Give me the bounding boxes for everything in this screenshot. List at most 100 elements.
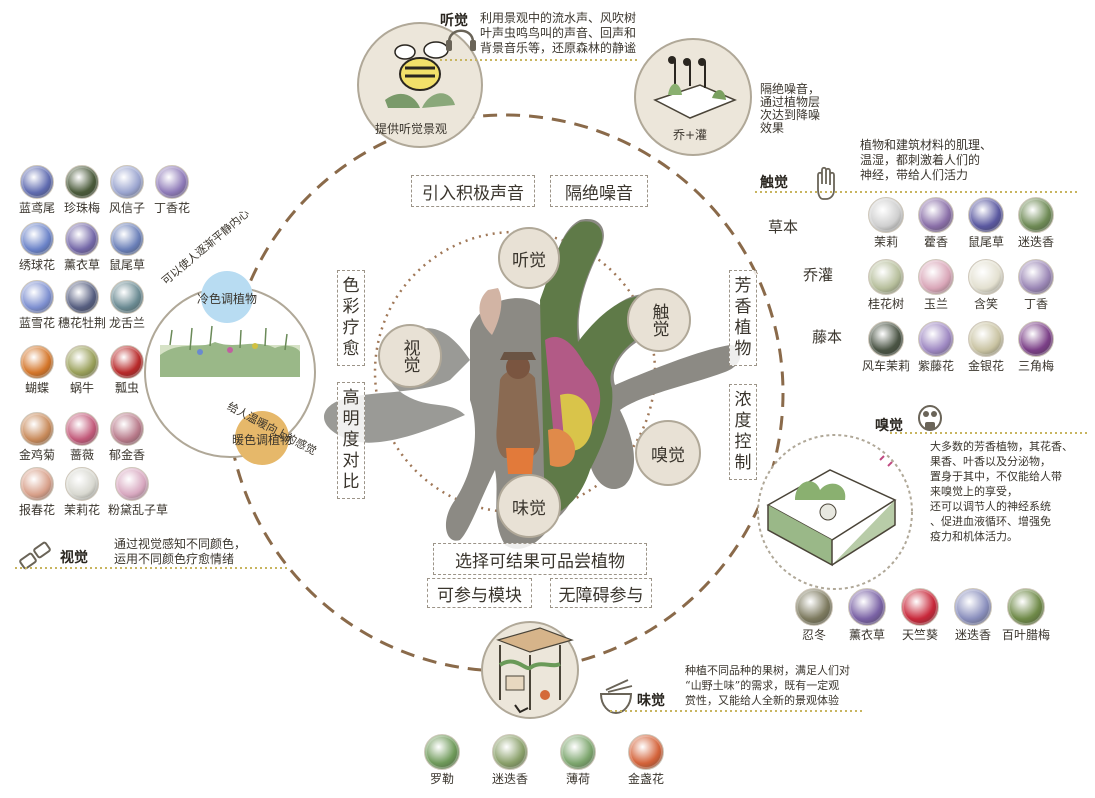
cool-color-label: 冷色调植物 — [197, 292, 258, 306]
gas-mask-icon — [918, 405, 942, 431]
box-positive-sound: 引入积极声音 — [411, 175, 535, 207]
vision-line-1: 通过视觉感知不同颜色， — [114, 537, 247, 551]
taste-line-2: “山野土味”的需求，既有一定观 — [685, 679, 840, 692]
touch-plant-thumb-icon — [918, 321, 954, 357]
smell-line-5: 还可以调节人的神经系统 — [930, 500, 1051, 513]
smell-line-6: 、促进血液循环、增强免 — [930, 515, 1051, 528]
touch-plant-3: 迷迭香 — [1012, 197, 1060, 249]
vision-plant-label: 蓝雪花 — [18, 316, 55, 330]
smell-plant-thumb-icon — [954, 588, 992, 626]
touch-plant-7: 丁香 — [1012, 259, 1060, 311]
vision-plant-thumb-icon — [20, 412, 54, 446]
box-block-noise: 隔绝噪音 — [550, 175, 648, 207]
smell-plant-2: 天竺葵 — [896, 588, 944, 642]
vision-plant-0: 蓝鸢尾 — [13, 165, 61, 215]
noise-line-4: 效果 — [760, 121, 785, 135]
vision-plant-16: 报春花 — [13, 467, 61, 517]
hearing-title: 听觉 — [440, 13, 468, 29]
concentration-control-text: 浓度控制 — [734, 390, 752, 473]
smell-plant-label: 迷迭香 — [954, 628, 991, 642]
hearing-line-2: 叶声虫鸣鸟叫的声音、回声和 — [480, 26, 637, 40]
vision-plant-label: 报春花 — [18, 503, 55, 517]
box-high-contrast: 高明度对比 — [337, 382, 365, 499]
touch-plant-5: 玉兰 — [912, 259, 960, 311]
smell-title: 嗅觉 — [875, 418, 903, 434]
vision-plant-15: 郁金香 — [103, 412, 151, 462]
touch-plant-label: 鼠尾草 — [967, 235, 1004, 249]
touch-plant-label: 金银花 — [967, 359, 1004, 373]
vision-plant-label: 风信子 — [108, 201, 145, 215]
noise-line-2: 通过植物层 — [760, 95, 821, 109]
taste-line-3: 赏性，又能给人全新的景观体验 — [685, 694, 839, 707]
touch-plant-thumb-icon — [968, 321, 1004, 357]
touch-plant-thumb-icon — [918, 259, 954, 295]
smell-description: 大多数的芳香植物，其花香、 果香、叶香以及分泌物， 置身于其中，不仅能给人带 来… — [930, 439, 1073, 544]
node-hearing: 听觉 — [498, 227, 560, 289]
bee-illustration — [385, 41, 455, 108]
cool-color-dot — [201, 271, 253, 323]
touch-plant-label: 藿香 — [923, 235, 948, 249]
box-color-therapy: 色彩疗愈 — [337, 270, 365, 366]
aroma-plants-text: 芳香植物 — [734, 276, 752, 359]
smell-plant-thumb-icon — [1007, 588, 1045, 626]
vision-line-2: 运用不同颜色疗愈情绪 — [114, 552, 235, 566]
taste-plant-thumb-icon — [492, 734, 528, 770]
vision-plant-4: 绣球花 — [13, 222, 61, 272]
touch-plant-label: 紫藤花 — [917, 359, 954, 373]
taste-plant-label: 迷迭香 — [491, 772, 528, 786]
smell-plant-label: 天竺葵 — [901, 628, 938, 642]
vision-title: 视觉 — [60, 550, 88, 566]
vision-plant-label: 蜗牛 — [69, 381, 94, 395]
smell-box-illustration — [766, 455, 897, 567]
taste-plant-2: 薄荷 — [554, 734, 602, 786]
vision-plant-thumb-icon — [110, 345, 144, 379]
touch-plant-thumb-icon — [968, 197, 1004, 233]
noise-line-3: 次达到降噪 — [760, 108, 821, 122]
vision-plant-11: 蜗牛 — [58, 345, 106, 395]
vision-plant-thumb-icon — [20, 222, 54, 256]
hearing-line-3: 背景音乐等，还原森林的静谧 — [480, 41, 637, 55]
touch-plant-thumb-icon — [1018, 321, 1054, 357]
touch-plant-thumb-icon — [868, 321, 904, 357]
touch-plant-label: 丁香 — [1023, 297, 1048, 311]
vision-plant-label: 绣球花 — [18, 258, 55, 272]
taste-title: 味觉 — [637, 693, 665, 709]
smell-plant-1: 薰衣草 — [843, 588, 891, 642]
vision-plant-3: 丁香花 — [148, 165, 196, 215]
vision-plant-18: 粉黛乱子草 — [108, 467, 168, 517]
touch-plant-label: 风车茉莉 — [862, 359, 911, 373]
touch-plant-label: 桂花树 — [867, 297, 904, 311]
taste-plant-label: 罗勒 — [429, 772, 454, 786]
smell-line-7: 疫力和机体活力。 — [930, 530, 1018, 543]
touch-plant-2: 鼠尾草 — [962, 197, 1010, 249]
vision-plant-thumb-icon — [65, 165, 99, 199]
touch-plant-6: 含笑 — [962, 259, 1010, 311]
vision-plant-thumb-icon — [110, 222, 144, 256]
taste-plant-thumb-icon — [628, 734, 664, 770]
vision-plant-label: 蔷薇 — [69, 448, 94, 462]
node-sight: 视觉 — [378, 324, 442, 388]
outer-dashed-ring — [225, 113, 785, 673]
touch-plant-4: 桂花树 — [862, 259, 910, 311]
box-concentration-control: 浓度控制 — [729, 384, 757, 480]
taste-plant-3: 金盏花 — [622, 734, 670, 786]
vision-plant-thumb-icon — [20, 280, 54, 314]
smell-plant-3: 迷迭香 — [949, 588, 997, 642]
smell-line-1: 大多数的芳香植物，其花香、 — [930, 440, 1073, 453]
taste-plant-label: 薄荷 — [565, 772, 590, 786]
warm-color-dot — [235, 411, 289, 465]
box-edible-plants: 选择可结果可品尝植物 — [433, 543, 647, 575]
vision-plant-2: 风信子 — [103, 165, 151, 215]
glasses-icon — [19, 541, 51, 570]
vision-plant-label: 茉莉花 — [63, 503, 100, 517]
vision-plant-thumb-icon — [20, 345, 54, 379]
taste-plant-thumb-icon — [424, 734, 460, 770]
box-barrier-free: 无障碍参与 — [550, 578, 652, 608]
taste-description: 种植不同品种的果树，满足人们对 “山野土味”的需求，既有一定观 赏性，又能给人全… — [685, 663, 850, 708]
touch-plant-10: 金银花 — [962, 321, 1010, 373]
touch-plant-1: 藿香 — [912, 197, 960, 249]
smell-plant-label: 忍冬 — [801, 628, 826, 642]
touch-plant-9: 紫藤花 — [912, 321, 960, 373]
